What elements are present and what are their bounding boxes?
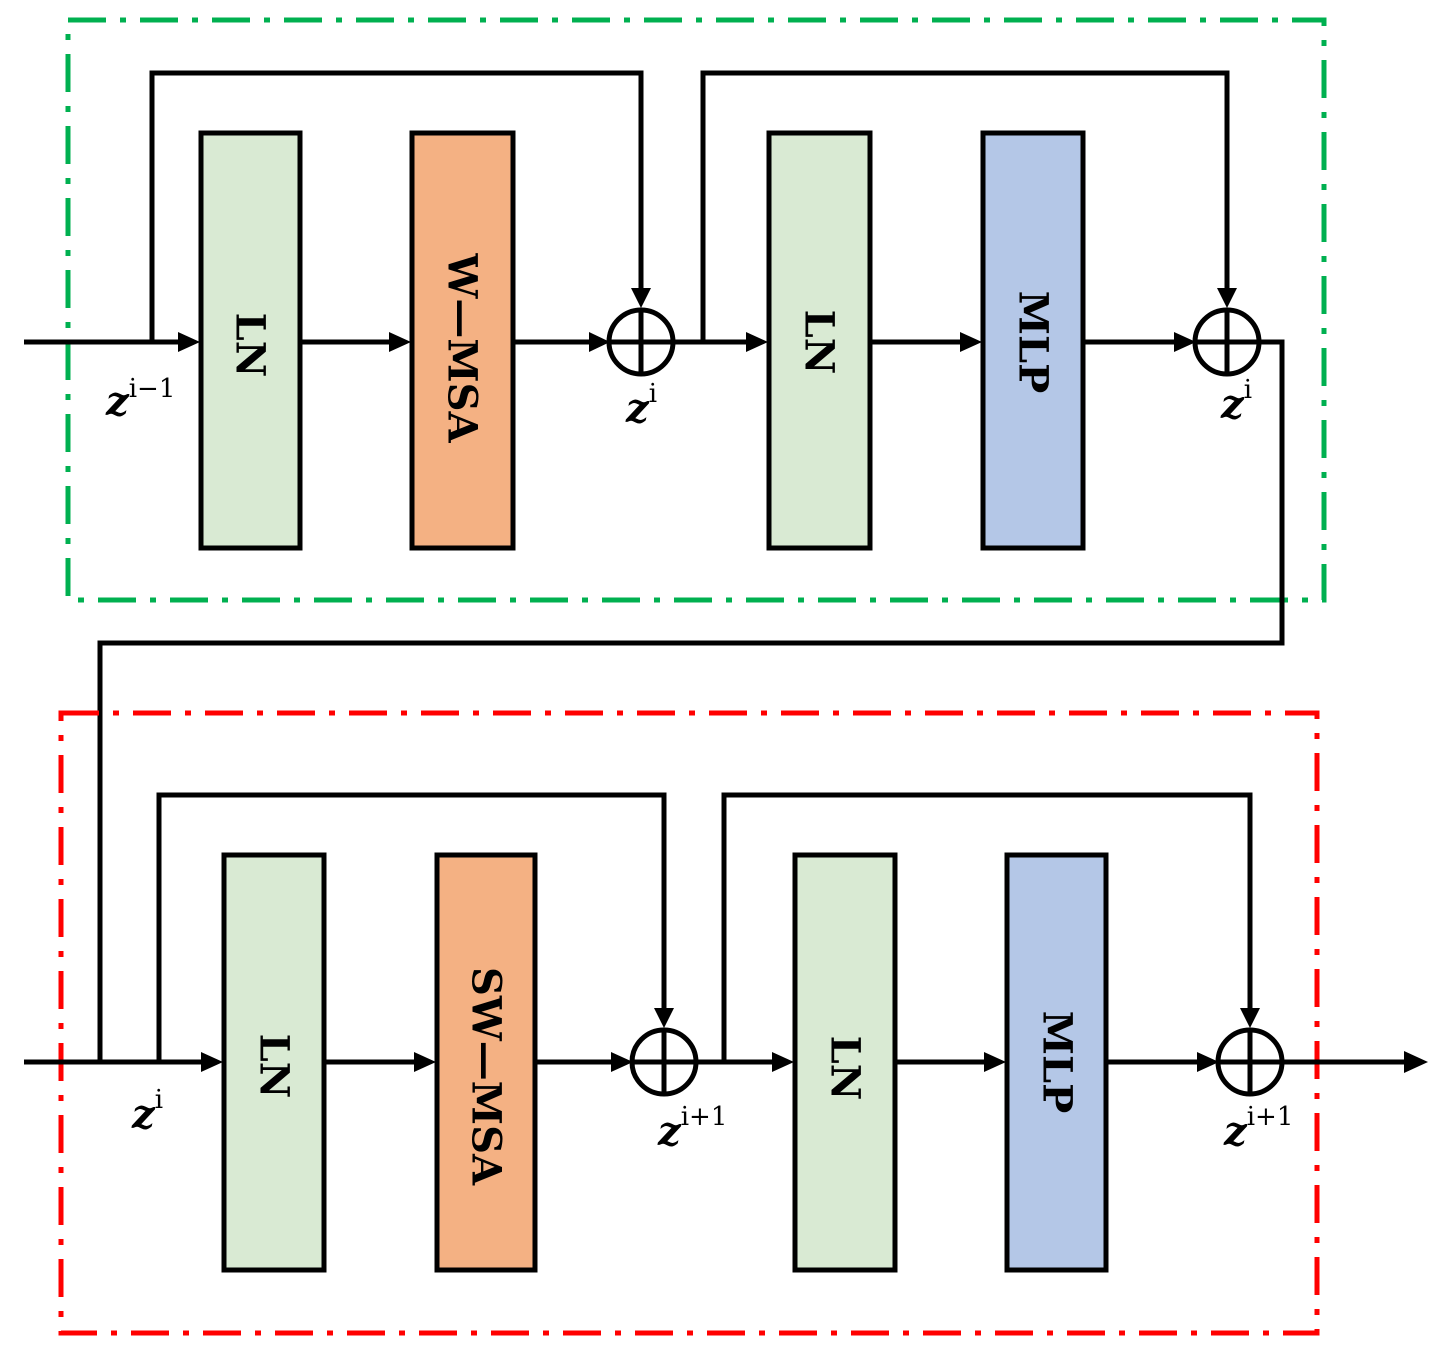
bottom-mlp-add-arrowhead [1197, 1052, 1219, 1072]
top-out-var-label: zi [1220, 375, 1252, 428]
bottom-block-border [58, 710, 1320, 1336]
bottom-ln2-block [792, 852, 898, 1273]
top-add2-icon [1192, 307, 1262, 377]
top-input-arrowhead [178, 332, 200, 352]
top-msa-add-arrowhead [589, 332, 610, 352]
bottom-ln-msa-arrowhead [414, 1052, 436, 1072]
top-wmsa-label: W—MSA [439, 252, 486, 443]
bottom-swmsa-block [434, 852, 538, 1273]
top-skip-arrowhead-2 [1217, 288, 1237, 308]
top-skip-connection-2 [700, 70, 1230, 342]
bottom-mlp-block [1004, 852, 1109, 1273]
top-ln2-block [766, 130, 873, 551]
top-mlp-add-arrowhead [1174, 332, 1196, 352]
bottom-ln1-label: LN [251, 1034, 298, 1099]
bottom-output-arrowhead [1404, 1051, 1428, 1073]
bottom-skip-arrowhead-1 [654, 1008, 674, 1028]
bottom-out-var-label: zi+1 [1223, 1102, 1293, 1155]
top-ln1-block [198, 130, 303, 551]
top-block-border [65, 17, 1327, 603]
bottom-ln2-label: LN [822, 1036, 869, 1101]
bottom-skip-arrowhead-2 [1240, 1008, 1260, 1028]
bottom-input-arrowhead [201, 1052, 223, 1072]
bottom-add-ln-arrowhead [772, 1052, 794, 1072]
bottom-skip-connection-1 [156, 792, 667, 1062]
bottom-msa-add-arrowhead [611, 1052, 633, 1072]
bottom-input-var-label: zi [131, 1085, 163, 1138]
top-mlp-block [980, 130, 1086, 551]
bottom-skip-connection-2 [721, 792, 1253, 1062]
bottom-add1-icon [629, 1027, 699, 1097]
bottom-add2-icon [1215, 1027, 1285, 1097]
top-wmsa-block [409, 130, 516, 551]
top-add-ln-arrowhead [746, 332, 768, 352]
top-mlp-label: MLP [1010, 291, 1057, 393]
top-skip-connection-1 [149, 70, 644, 342]
bottom-ln1-block [221, 852, 327, 1273]
bottom-swmsa-label: SW—MSA [463, 967, 510, 1186]
top-to-bottom-connector [97, 339, 1285, 1062]
bottom-mlp-label: MLP [1034, 1011, 1081, 1113]
top-skip-arrowhead-1 [631, 288, 651, 308]
top-ln-mlp-arrowhead [960, 332, 982, 352]
top-input-var-label: zi−1 [105, 374, 175, 425]
top-ln1-label: LN [227, 313, 274, 378]
top-ln-msa-arrowhead [389, 332, 411, 352]
top-mid-var-label: zi [625, 379, 657, 432]
top-add1-icon [606, 307, 676, 377]
top-ln2-label: LN [796, 310, 843, 375]
bottom-mid-var-label: zi+1 [657, 1102, 727, 1155]
bottom-ln-mlp-arrowhead [984, 1052, 1006, 1072]
